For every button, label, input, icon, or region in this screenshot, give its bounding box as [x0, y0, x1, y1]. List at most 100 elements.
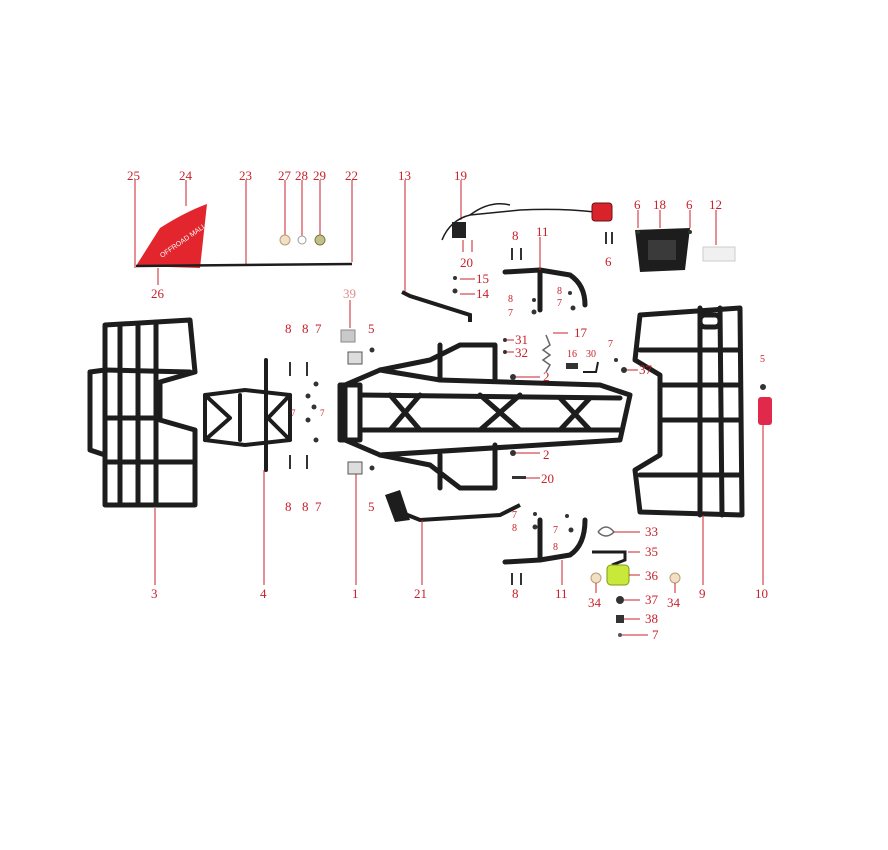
callout-22: 22 [345, 168, 358, 183]
fasteners [289, 230, 766, 585]
callout-5-rear: 5 [760, 354, 765, 365]
callout-17: 17 [574, 325, 588, 340]
callout-7-front-mid-a: 7 [291, 408, 296, 418]
callout-15: 15 [476, 271, 489, 286]
callout-10: 10 [755, 586, 768, 601]
callout-27: 27 [278, 168, 292, 183]
callout-8-mid-left: 8 [508, 294, 513, 305]
footrest-bracket-upper [502, 267, 588, 313]
bushing-39 [340, 329, 356, 343]
flag-pole [135, 262, 353, 268]
rear-rack [632, 305, 745, 518]
callout-6-left: 6 [634, 197, 641, 212]
callout-labels: 25 24 23 27 28 29 22 26 13 19 20 6 18 6 … [127, 168, 768, 642]
callout-12: 12 [709, 197, 722, 212]
callout-3: 3 [151, 586, 158, 601]
callout-34-left: 34 [588, 595, 602, 610]
main-chassis-frame [337, 342, 633, 491]
callout-20-bottom: 20 [541, 471, 554, 486]
cap-38 [616, 615, 624, 623]
callout-7-lower-right: 7 [553, 525, 558, 536]
callout-2-top: 2 [543, 369, 550, 384]
callout-37-bottom: 37 [645, 592, 659, 607]
chassis-bracket-top [347, 351, 363, 365]
callout-29: 29 [313, 168, 326, 183]
callout-23: 23 [239, 168, 252, 183]
callout-6-right: 6 [686, 197, 693, 212]
cable-harness [441, 208, 596, 241]
safety-flag-assembly: OFFROAD MALL [134, 180, 353, 285]
callout-8-mid-right: 8 [557, 286, 562, 297]
callout-38: 38 [645, 611, 658, 626]
callout-25: 25 [127, 168, 140, 183]
rear-reflector [758, 397, 772, 425]
chassis-bracket-bottom [347, 461, 363, 475]
callout-7-right: 7 [608, 339, 613, 350]
callout-16: 16 [567, 349, 577, 360]
pedal-35 [592, 550, 627, 567]
callout-33: 33 [645, 524, 658, 539]
callout-32: 32 [515, 345, 528, 360]
callout-28: 28 [295, 168, 308, 183]
callout-30: 30 [586, 349, 596, 360]
callout-8-lower-right: 8 [553, 542, 558, 553]
washer-27 [279, 234, 291, 246]
spring-33 [597, 526, 616, 537]
callout-36: 36 [645, 568, 659, 583]
callout-5-top: 5 [368, 321, 375, 336]
callout-37-top: 37 [639, 362, 653, 377]
spring-17 [541, 334, 552, 373]
callout-11-top: 11 [536, 224, 549, 239]
part-16 [566, 363, 578, 369]
callout-11-bottom: 11 [555, 586, 568, 601]
callout-8-front-2: 8 [302, 321, 309, 336]
callout-7-bottom: 7 [652, 627, 659, 642]
kill-switch-red [591, 202, 613, 222]
washer-34a [590, 572, 602, 584]
shift-lever-21 [399, 503, 521, 523]
callout-9: 9 [699, 586, 706, 601]
washer-28 [297, 235, 307, 245]
nut-37 [616, 596, 624, 604]
callout-4: 4 [260, 586, 267, 601]
front-rack [87, 317, 198, 508]
callout-7-front-bottom: 7 [315, 499, 322, 514]
nut-29 [314, 234, 326, 246]
callout-8-front-3: 8 [285, 499, 292, 514]
callout-8-front-4: 8 [302, 499, 309, 514]
front-bumper [203, 358, 292, 472]
callout-8-lower-left: 8 [512, 523, 517, 534]
brake-rod-13 [401, 290, 472, 322]
callout-18: 18 [653, 197, 666, 212]
footrest-bracket-lower [502, 517, 588, 565]
callout-7-lower-left: 7 [512, 510, 517, 521]
callout-26: 26 [151, 286, 165, 301]
callout-8-top: 8 [512, 228, 519, 243]
callout-14: 14 [476, 286, 490, 301]
part-30 [583, 361, 599, 373]
callout-8-bottom: 8 [512, 586, 519, 601]
bolt-7-bottom [618, 633, 622, 637]
callout-39: 39 [343, 286, 356, 301]
callout-35: 35 [645, 544, 658, 559]
callout-20-top: 20 [460, 255, 473, 270]
callout-1: 1 [352, 586, 359, 601]
washer-34b [669, 572, 681, 584]
callout-6-bottom: 6 [605, 254, 612, 269]
callout-34-right: 34 [667, 595, 681, 610]
callout-13: 13 [398, 168, 411, 183]
callout-7-mid-right: 7 [557, 298, 562, 309]
callout-19: 19 [454, 168, 467, 183]
callout-21: 21 [414, 586, 427, 601]
callout-5-bottom: 5 [368, 499, 375, 514]
roller-36 [606, 564, 630, 586]
label-plate-12 [702, 246, 736, 262]
callout-24: 24 [179, 168, 193, 183]
callout-7-front-top: 7 [315, 321, 322, 336]
callout-7-front-mid-b: 7 [320, 408, 325, 418]
callout-31: 31 [515, 332, 528, 347]
callout-2-bottom: 2 [543, 447, 550, 462]
switch-unit-19 [452, 222, 466, 238]
flag-pennant [136, 204, 207, 268]
